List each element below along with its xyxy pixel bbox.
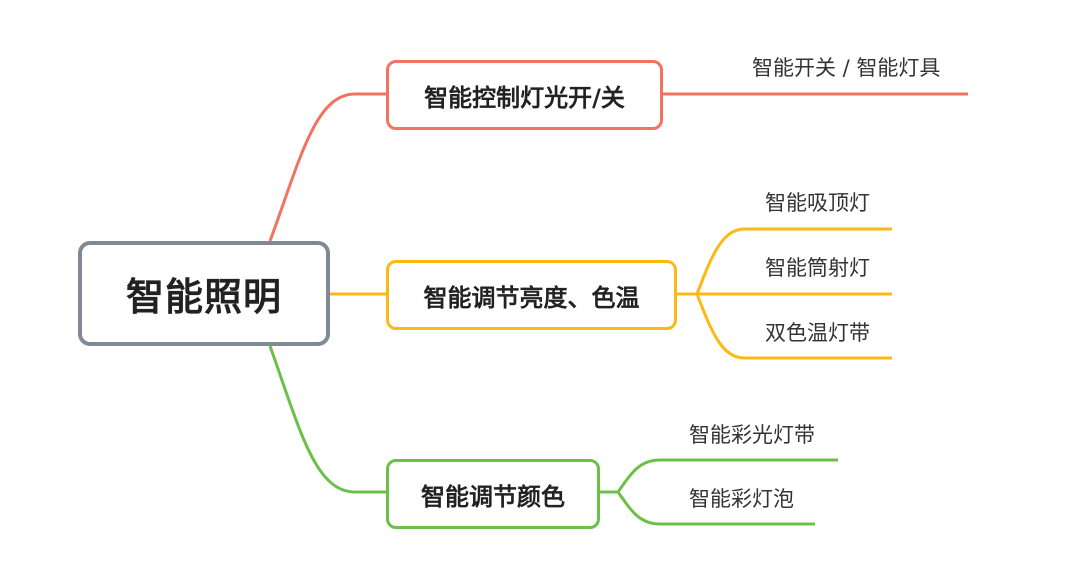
connector-branch-3-leaf-1 <box>616 458 838 493</box>
branch-node-2[interactable]: 智能调节亮度、色温 <box>386 260 677 330</box>
connector-branch-3-leaf-2 <box>616 491 815 526</box>
leaf-node-3-2[interactable]: 智能彩灯泡 <box>689 487 794 511</box>
leaf-node-3-1[interactable]: 智能彩光灯带 <box>689 423 815 447</box>
branch-node-3-label: 智能调节颜色 <box>421 482 565 511</box>
connector-root-to-branch-1 <box>268 92 386 242</box>
connector-branch-2-leaf-1 <box>695 227 892 295</box>
connector-root-to-branch-3 <box>268 345 386 494</box>
branch-node-2-label: 智能调节亮度、色温 <box>423 283 640 312</box>
leaf-node-2-2[interactable]: 智能筒射灯 <box>765 256 870 280</box>
branch-node-3[interactable]: 智能调节颜色 <box>386 459 600 529</box>
leaf-node-2-3[interactable]: 双色温灯带 <box>765 321 870 345</box>
root-node-label: 智能照明 <box>125 275 282 319</box>
connector-branch-2-leaf-3 <box>695 293 892 360</box>
leaf-node-1-1[interactable]: 智能开关 / 智能灯具 <box>752 56 941 80</box>
branch-node-1[interactable]: 智能控制灯光开/关 <box>386 60 663 130</box>
root-node[interactable]: 智能照明 <box>78 241 330 346</box>
leaf-node-2-1[interactable]: 智能吸顶灯 <box>765 191 870 215</box>
branch-node-1-label: 智能控制灯光开/关 <box>424 83 625 112</box>
